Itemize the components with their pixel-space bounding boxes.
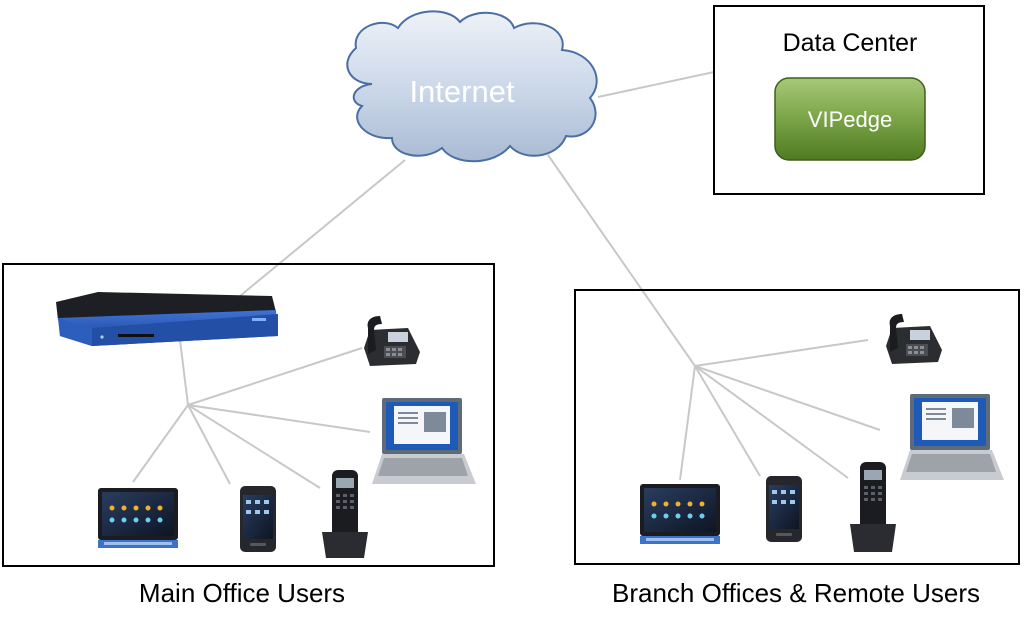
vipedge-label: VIPedge	[808, 107, 892, 132]
cordless-phone-icon	[850, 462, 896, 552]
cloud-label: Internet	[409, 74, 515, 109]
link-main-hub-phone	[187, 347, 363, 406]
smartphone-icon	[766, 476, 802, 542]
branch-office-caption: Branch Offices & Remote Users	[612, 578, 980, 608]
main-office-box	[2, 263, 495, 567]
tablet-icon	[98, 488, 178, 548]
link-internet-datacenter	[597, 71, 715, 98]
branch-office-box	[574, 289, 1020, 565]
link-internet-branch-hub	[547, 154, 696, 367]
link-main-hub-cordless	[187, 404, 321, 489]
desk-phone-icon	[364, 316, 420, 366]
link-branch-hub-laptop	[694, 365, 881, 431]
desk-phone-icon	[886, 314, 942, 364]
link-branch-hub-smartphone	[694, 365, 761, 477]
link-main-hub-smartphone	[187, 404, 231, 485]
link-router-main-hub	[179, 339, 189, 406]
data-center-box: Data Center VIPedge	[713, 5, 985, 195]
link-branch-hub-tablet	[679, 365, 696, 481]
connection-lines	[132, 71, 881, 489]
smartphone-icon	[240, 486, 276, 552]
link-branch-hub-phone	[694, 339, 869, 367]
tablet-icon	[640, 484, 720, 544]
link-branch-hub-cordless	[694, 365, 849, 479]
laptop-icon	[900, 394, 1004, 480]
link-main-hub-laptop	[187, 404, 371, 433]
link-main-hub-tablet	[132, 404, 189, 483]
vipedge-server[interactable]: VIPedge	[774, 77, 926, 161]
internet-cloud: Internet	[346, 10, 598, 163]
main-office-caption: Main Office Users	[139, 578, 345, 608]
link-internet-main-router	[239, 159, 406, 297]
cloud-icon	[346, 10, 598, 163]
data-center-title: Data Center	[783, 29, 918, 57]
cordless-phone-icon	[322, 470, 368, 558]
laptop-icon	[372, 398, 476, 484]
router-icon	[56, 292, 278, 346]
